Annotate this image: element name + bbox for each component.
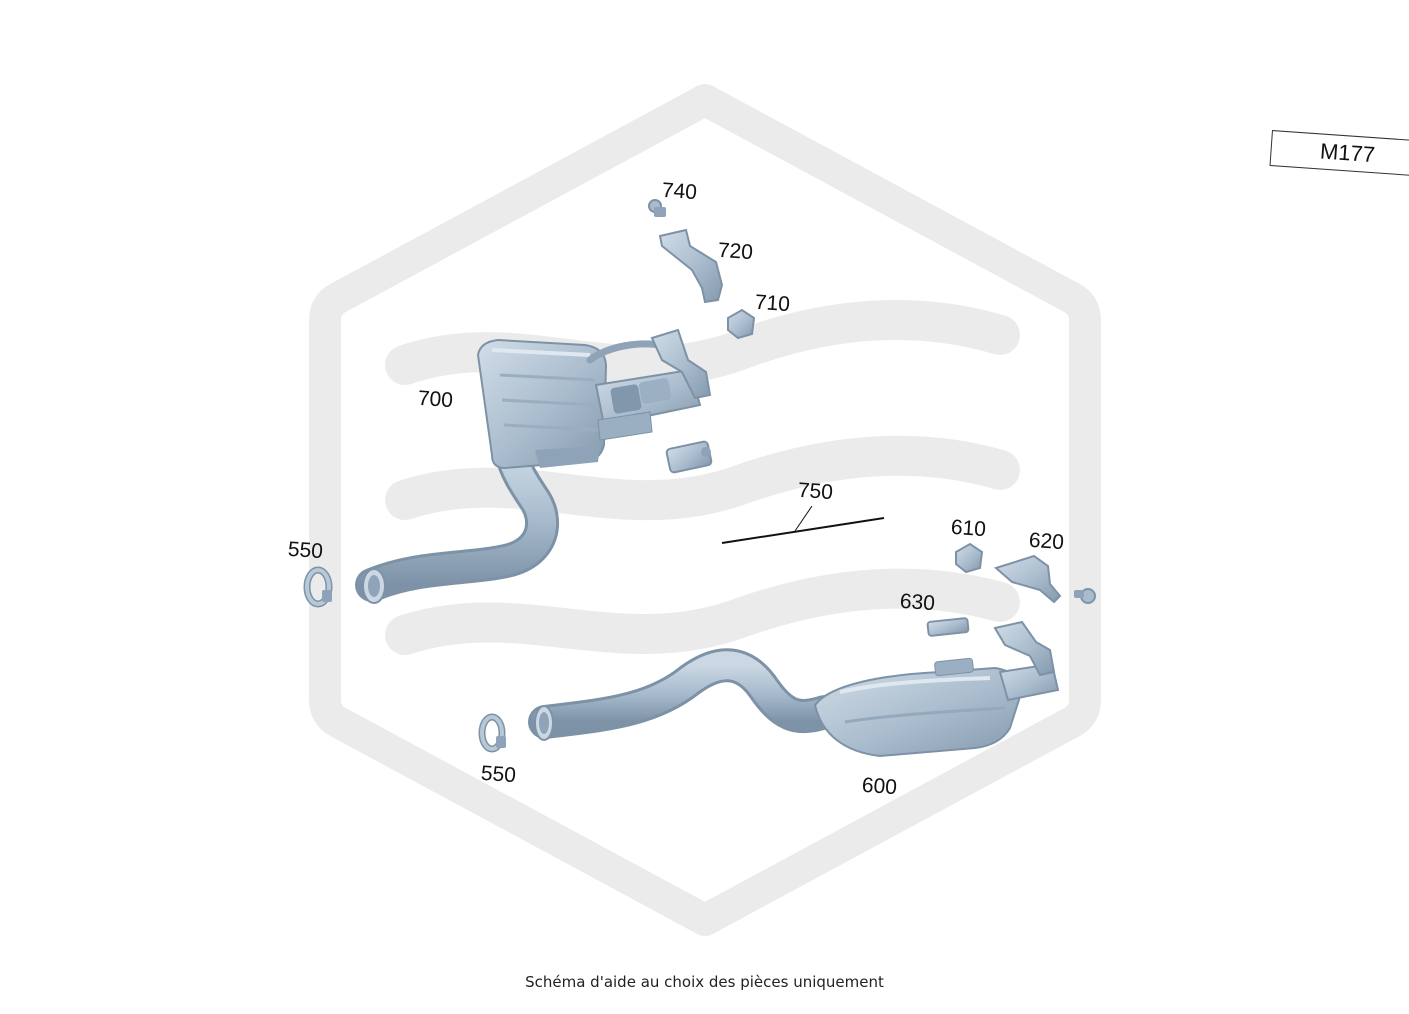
- bolt-740[interactable]: [648, 199, 666, 217]
- bracket-720[interactable]: [658, 228, 724, 304]
- callout-720[interactable]: 720: [717, 239, 754, 264]
- callout-620[interactable]: 620: [1028, 529, 1065, 554]
- callout-700[interactable]: 700: [417, 387, 454, 412]
- callout-630[interactable]: 630: [899, 590, 936, 615]
- callout-740[interactable]: 740: [661, 179, 698, 204]
- footer-disclaimer: Schéma d'aide au choix des pièces unique…: [525, 973, 884, 991]
- clamp-550-left[interactable]: [303, 566, 333, 608]
- part-750-line[interactable]: [721, 505, 885, 544]
- callout-750[interactable]: 750: [797, 479, 834, 504]
- front-silencer-600[interactable]: [528, 620, 1060, 758]
- rubber-mount-710[interactable]: [727, 308, 756, 340]
- watermark-logo: [309, 84, 1101, 936]
- engine-code-text: M177: [1319, 138, 1376, 168]
- actuator-630[interactable]: [926, 617, 970, 637]
- callout-600[interactable]: 600: [861, 774, 898, 799]
- callout-610[interactable]: 610: [950, 516, 987, 541]
- rubber-mount-610[interactable]: [955, 542, 984, 574]
- callout-550-left[interactable]: 550: [287, 538, 324, 563]
- callout-710[interactable]: 710: [754, 291, 791, 316]
- bolt-620[interactable]: [1074, 588, 1096, 604]
- rear-silencer-700[interactable]: [355, 328, 713, 604]
- bracket-620[interactable]: [994, 554, 1062, 604]
- callout-550-bottom[interactable]: 550: [480, 762, 517, 787]
- clamp-550-bottom[interactable]: [478, 713, 506, 753]
